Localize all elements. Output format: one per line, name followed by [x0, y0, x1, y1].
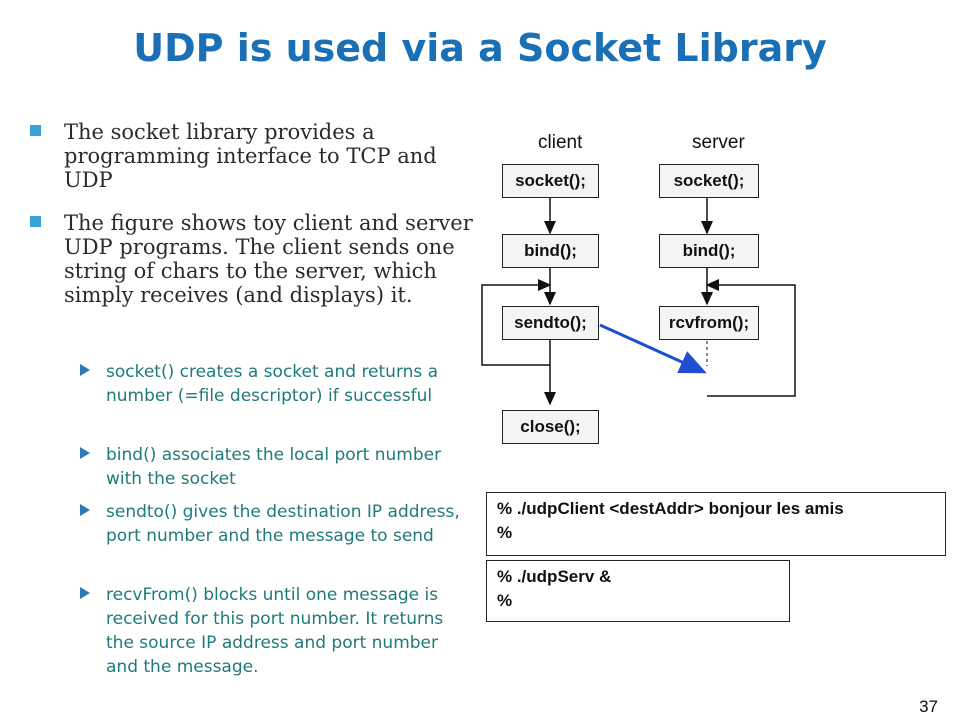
- server-loop-arrow: [705, 279, 796, 397]
- bullet-socket-library: The socket library provides a programmin…: [30, 120, 470, 200]
- server-rcvfrom-box: rcvfrom();: [659, 306, 759, 340]
- sub-bullet-text: recvFrom() blocks until one message is r…: [106, 585, 444, 677]
- bullet-toy-programs: The figure shows toy client and server U…: [30, 211, 473, 341]
- client-close-box: close();: [502, 410, 599, 444]
- client-bind-box: bind();: [502, 234, 599, 268]
- triangle-bullet-icon: [80, 364, 90, 376]
- bullet-text: The figure shows toy client and server U…: [64, 211, 473, 307]
- triangle-bullet-icon: [80, 447, 90, 459]
- server-terminal-line: % ./udpServ &: [497, 567, 612, 586]
- square-bullet-icon: [30, 125, 41, 136]
- client-terminal-line: % ./udpClient <destAddr> bonjour les ami…: [497, 499, 844, 518]
- page-number: 37: [919, 697, 938, 716]
- message-arrow: [599, 323, 707, 374]
- square-bullet-icon: [30, 216, 41, 227]
- server-terminal: % ./udpServ & %: [486, 560, 790, 622]
- client-terminal-prompt: %: [497, 523, 513, 542]
- triangle-bullet-icon: [80, 587, 90, 599]
- bullet-text: The socket library provides a programmin…: [64, 120, 437, 192]
- slide-title: UDP is used via a Socket Library: [133, 26, 827, 70]
- client-terminal: % ./udpClient <destAddr> bonjour les ami…: [486, 492, 946, 556]
- client-socket-box: socket();: [502, 164, 599, 198]
- sub-bullet-text: bind() associates the local port number …: [106, 445, 442, 489]
- sub-bullet-text: sendto() gives the destination IP addres…: [106, 502, 460, 546]
- client-sendto-box: sendto();: [502, 306, 599, 340]
- server-label: server: [692, 132, 745, 153]
- server-bind-box: bind();: [659, 234, 759, 268]
- triangle-bullet-icon: [80, 504, 90, 516]
- server-socket-box: socket();: [659, 164, 759, 198]
- sub-bullet-text: socket() creates a socket and returns a …: [106, 362, 439, 406]
- client-label: client: [538, 132, 583, 153]
- client-loop-arrow: [481, 279, 552, 366]
- server-terminal-prompt: %: [497, 591, 513, 610]
